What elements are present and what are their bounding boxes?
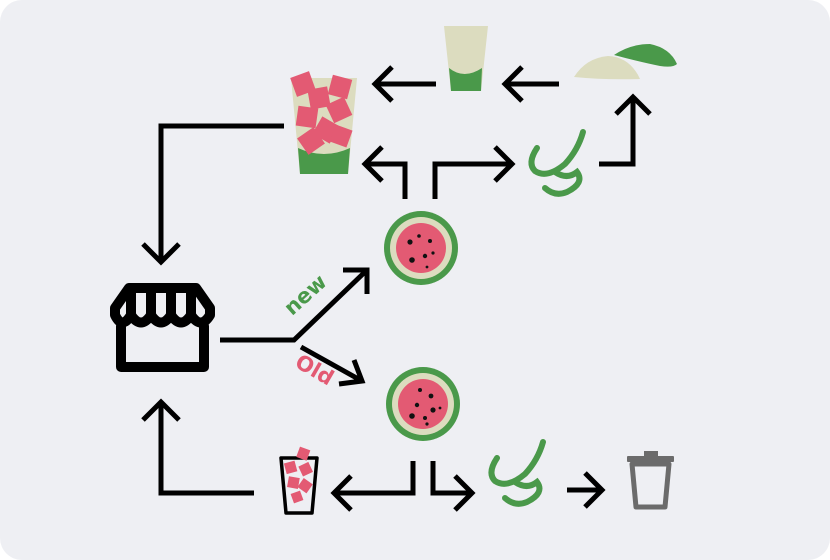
melon-rind-pieces-icon [528, 129, 586, 197]
old-watermelon-to-cup-arrow [330, 461, 416, 512]
small-cup-to-shop-arrow [141, 398, 254, 496]
cup-to-shop-arrow [141, 123, 284, 266]
rind-to-pile-arrow [599, 93, 652, 167]
watermelon-to-cup-arrow [361, 145, 408, 199]
trash-can-icon [627, 451, 674, 510]
green-juice-cup-icon [444, 26, 488, 91]
old-label: Old [291, 350, 338, 391]
pile-to-green-juice-arrow [501, 65, 559, 103]
melon-rind-pieces-icon [488, 439, 546, 507]
shop-to-old-watermelon-arrow [299, 344, 366, 387]
watermelon-slice-icon [386, 367, 460, 441]
old-watermelon-to-rind-arrow [430, 461, 476, 512]
watermelon-to-rind-arrow [432, 145, 516, 199]
shop-to-new-watermelon-arrow [220, 267, 370, 343]
storefront-icon [110, 283, 215, 372]
watermelon-slice-icon [384, 211, 458, 285]
watermelon-cube-cup-icon [290, 71, 357, 174]
green-juice-to-cup-arrow [371, 65, 436, 103]
rind-to-trash-arrow [567, 471, 606, 509]
small-watermelon-cup-icon [279, 446, 319, 515]
rind-pile-icon [574, 44, 677, 80]
